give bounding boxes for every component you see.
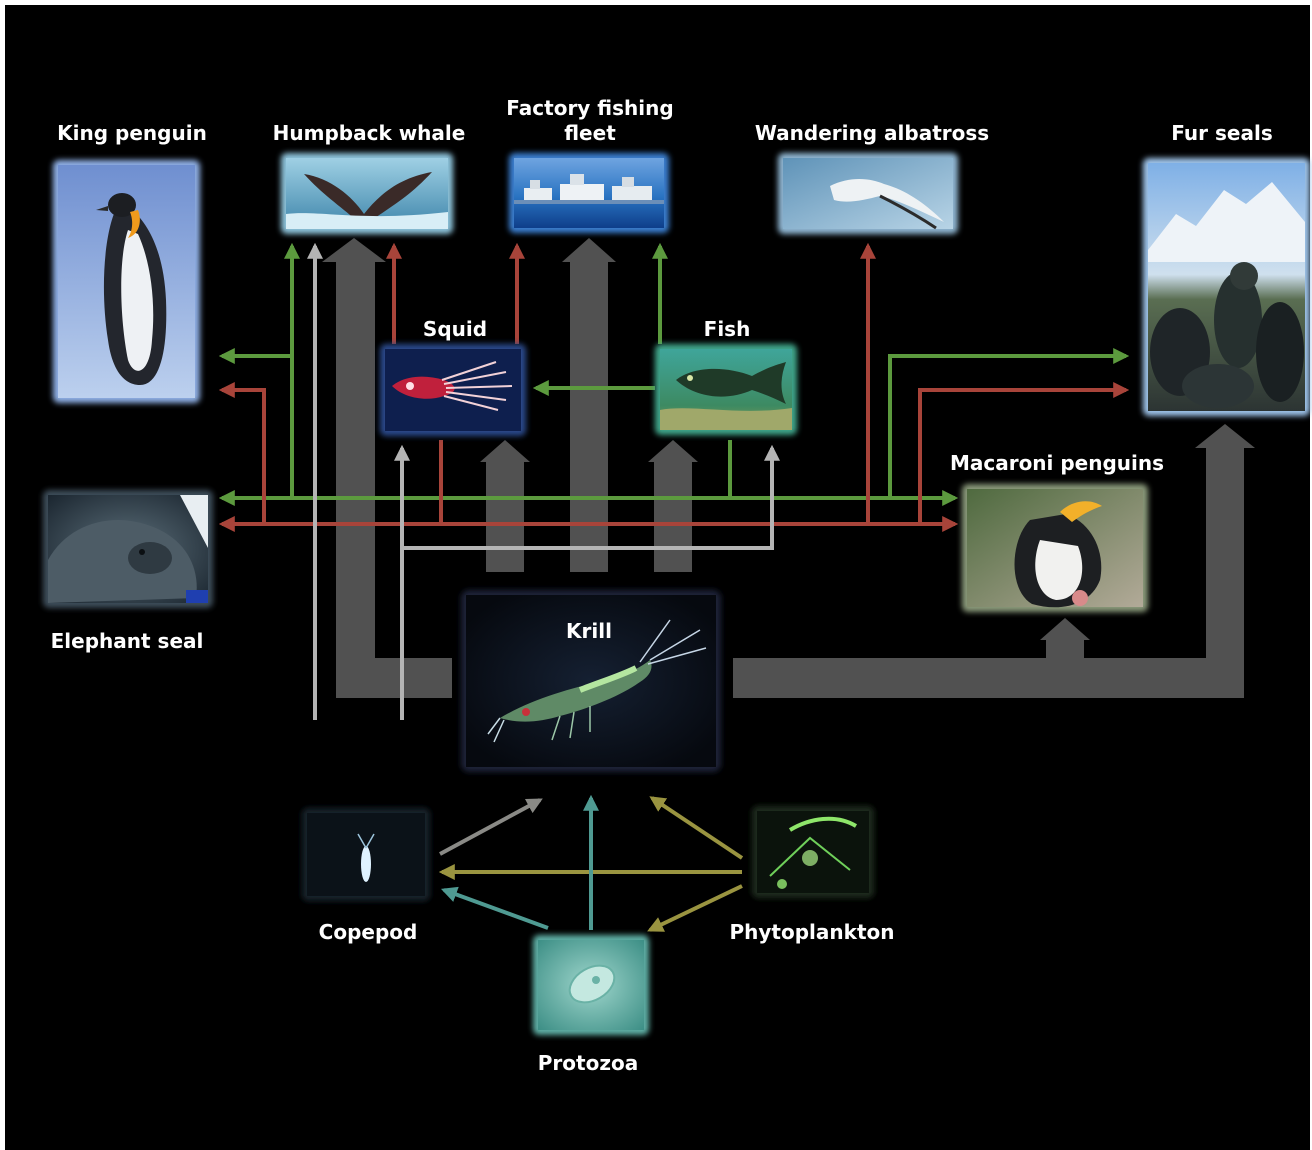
krill-to-fleet-flow bbox=[562, 238, 616, 572]
label-squid: Squid bbox=[423, 317, 487, 341]
lower-web-arrows bbox=[438, 794, 744, 932]
krill-to-whale-flow bbox=[322, 238, 452, 698]
phyto-to-krill-arrow bbox=[649, 796, 744, 860]
protozoa-to-copepod-arrow bbox=[440, 886, 549, 930]
label-factory-fleet-line2: fleet bbox=[564, 121, 616, 145]
ship-photo bbox=[509, 153, 669, 233]
green-arrows bbox=[218, 242, 1130, 506]
phytoplankton-photo bbox=[752, 806, 874, 898]
krill-photo bbox=[461, 590, 721, 772]
krill-to-seals-flow bbox=[733, 424, 1255, 698]
copepod-to-krill-arrow bbox=[439, 798, 543, 856]
label-krill: Krill bbox=[566, 619, 612, 643]
squid-photo bbox=[380, 344, 526, 436]
albatross-photo bbox=[778, 153, 958, 234]
label-factory-fleet-line1: Factory fishing bbox=[506, 96, 673, 120]
king-penguin-photo bbox=[53, 160, 200, 403]
label-phytoplankton: Phytoplankton bbox=[730, 920, 895, 944]
label-protozoa: Protozoa bbox=[538, 1051, 638, 1075]
elephant-seal-photo bbox=[43, 490, 213, 608]
copepod-photo bbox=[302, 808, 430, 901]
label-fur-seals: Fur seals bbox=[1171, 121, 1272, 145]
fur-seal-photo bbox=[1143, 158, 1310, 416]
protozoa-photo bbox=[533, 935, 649, 1035]
krill-flow-arrows bbox=[322, 238, 1255, 698]
label-king-penguin: King penguin bbox=[57, 121, 207, 145]
copepod-arrows bbox=[307, 242, 780, 720]
label-humpback-whale: Humpback whale bbox=[273, 121, 466, 145]
label-macaroni-penguins: Macaroni penguins bbox=[950, 451, 1164, 475]
label-elephant-seal: Elephant seal bbox=[51, 629, 204, 653]
krill-to-squid-flow bbox=[480, 440, 530, 572]
macaroni-penguin-photo bbox=[962, 484, 1148, 612]
label-wandering-albatross: Wandering albatross bbox=[755, 121, 989, 145]
fish-photo bbox=[655, 344, 797, 435]
red-arrows bbox=[218, 242, 1130, 532]
label-fish: Fish bbox=[704, 317, 751, 341]
organism-labels: King penguin Humpback whale Factory fish… bbox=[51, 96, 1273, 1075]
label-copepod: Copepod bbox=[319, 920, 418, 944]
krill-to-fish-flow bbox=[648, 440, 698, 572]
whale-tail-photo bbox=[281, 153, 453, 234]
phyto-to-protozoa-arrow bbox=[647, 884, 743, 932]
